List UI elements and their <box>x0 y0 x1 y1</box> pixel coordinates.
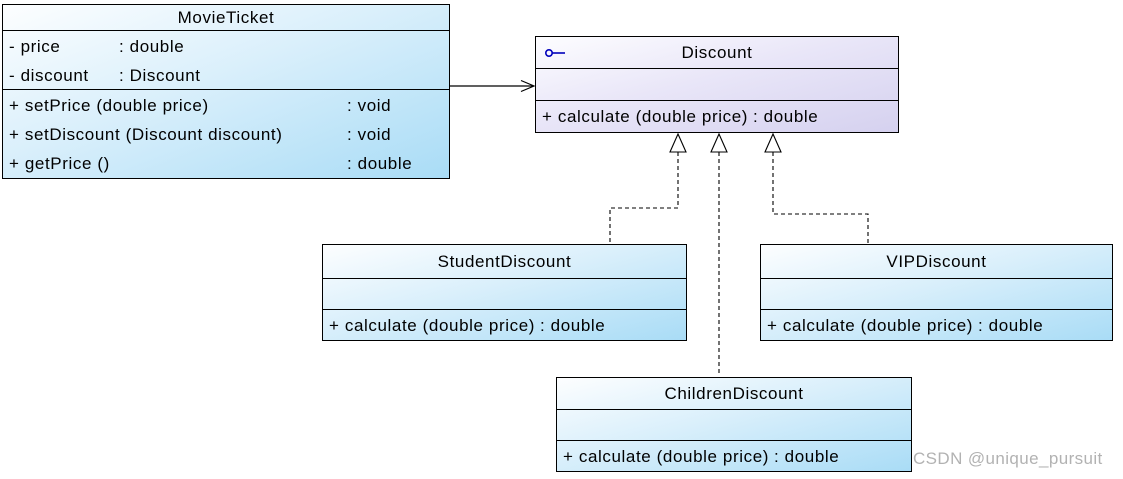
method-row: + calculate (double price) : double <box>761 311 1112 340</box>
hollow-triangle-icon <box>764 132 782 153</box>
class-title: ChildrenDiscount <box>664 383 804 403</box>
method-return-type: : void <box>347 124 392 144</box>
interface-discount: Discount + calculate (double price) : do… <box>535 36 899 133</box>
attribute-row: - price : double <box>3 32 449 61</box>
method-return-type: : void <box>347 95 392 115</box>
attributes-compartment <box>557 409 911 440</box>
attribute-type: : Discount <box>119 65 201 85</box>
class-title: StudentDiscount <box>437 251 572 271</box>
methods-compartment: + setPrice (double price) : void + setDi… <box>3 89 449 178</box>
method-signature: + setDiscount (Discount discount) <box>9 124 283 144</box>
method-row: + setDiscount (Discount discount) : void <box>3 120 449 149</box>
class-studentdiscount: StudentDiscount + calculate (double pric… <box>322 244 687 341</box>
method-return-type: : double <box>753 107 819 126</box>
open-arrowhead-icon <box>520 79 536 93</box>
method-row: + setPrice (double price) : void <box>3 91 449 120</box>
interface-title-bar: Discount <box>536 37 898 68</box>
realization-dashed-line <box>609 152 679 243</box>
method-signature: + calculate (double price) <box>542 107 749 126</box>
attribute-name: - discount <box>9 65 89 85</box>
csdn-watermark: CSDN @unique_pursuit <box>913 449 1103 468</box>
attributes-compartment <box>536 68 898 100</box>
attributes-compartment <box>761 278 1112 309</box>
class-movieticket: MovieTicket - price : double - discount … <box>2 4 450 179</box>
method-signature: + setPrice (double price) <box>9 95 209 115</box>
methods-compartment: + calculate (double price) : double <box>323 309 686 340</box>
methods-compartment: + calculate (double price) : double <box>557 440 911 471</box>
realization-dashed-line <box>772 152 869 243</box>
realization-studentdiscount-discount <box>609 132 687 243</box>
method-return-type: : double <box>347 153 413 173</box>
method-row: + calculate (double price) : double <box>557 442 911 471</box>
method-signature: + calculate (double price) <box>767 315 974 335</box>
method-return-type: : double <box>540 315 606 335</box>
attributes-compartment: - price : double - discount : Discount <box>3 30 449 89</box>
method-signature: + calculate (double price) <box>329 315 536 335</box>
class-title: MovieTicket <box>177 7 275 27</box>
class-title: VIPDiscount <box>886 251 987 271</box>
interface-lollipop-icon <box>544 48 568 58</box>
method-row: + calculate (double price) : double <box>536 102 898 132</box>
method-row: + getPrice () : double <box>3 149 449 178</box>
methods-compartment: + calculate (double price) : double <box>761 309 1112 340</box>
class-vipdiscount: VIPDiscount + calculate (double price) :… <box>760 244 1113 341</box>
interface-title: Discount <box>681 42 753 62</box>
realization-childrendiscount-discount <box>710 132 728 376</box>
attribute-name: - price <box>9 36 61 56</box>
method-return-type: : double <box>978 315 1044 335</box>
hollow-triangle-icon <box>669 132 687 153</box>
method-signature: + getPrice () <box>9 153 110 173</box>
methods-compartment: + calculate (double price) : double <box>536 100 898 132</box>
class-childrendiscount: ChildrenDiscount + calculate (double pri… <box>556 377 912 472</box>
method-signature: + calculate (double price) <box>563 446 770 466</box>
attribute-type: : double <box>119 36 185 56</box>
method-row: + calculate (double price) : double <box>323 311 686 340</box>
attributes-compartment <box>323 278 686 309</box>
association-movieticket-discount <box>450 79 536 93</box>
realization-vipdiscount-discount <box>764 132 869 243</box>
hollow-triangle-icon <box>710 132 728 153</box>
method-return-type: : double <box>774 446 840 466</box>
attribute-row: - discount : Discount <box>3 61 449 90</box>
